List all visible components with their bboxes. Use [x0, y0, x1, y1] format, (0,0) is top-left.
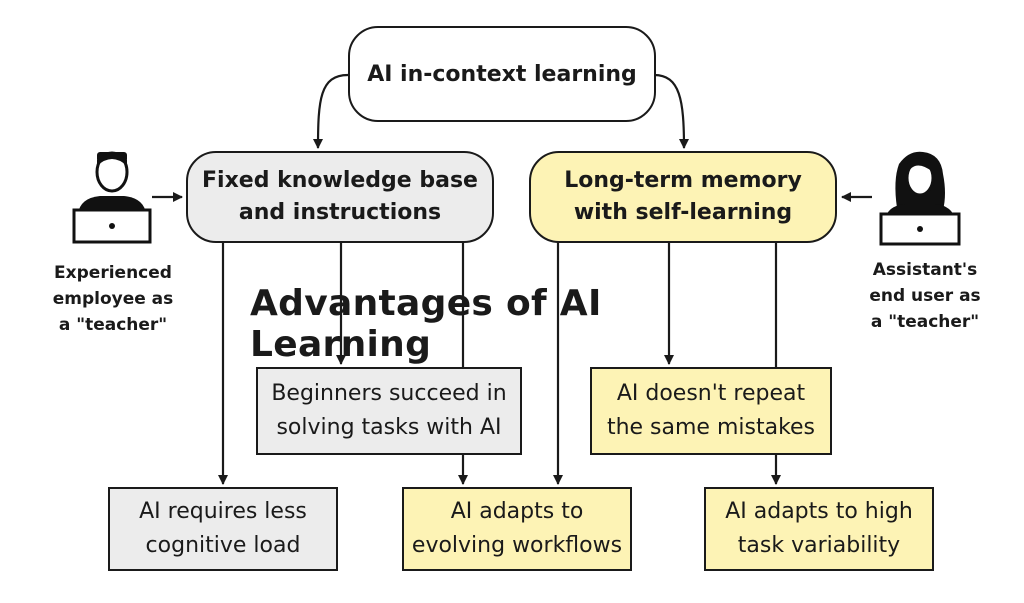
right-person-caption: Assistant's end user as a "teacher"	[869, 260, 981, 332]
woman-at-laptop-icon	[879, 151, 961, 246]
outcome-evolving-label: AI adapts to evolving workflows	[411, 499, 623, 558]
arrow-top-to-left	[313, 73, 349, 149]
right-person	[875, 150, 963, 250]
diagram-title: Advantages of AI Learning	[250, 283, 602, 365]
left-node: Fixed knowledge base and instructions	[186, 151, 494, 243]
left-node-label: Fixed knowledge base and instructions	[202, 168, 478, 225]
outcome-evolving: AI adapts to evolving workflows	[402, 487, 632, 571]
outcome-no-repeat-label: AI doesn't repeat the same mistakes	[606, 381, 816, 440]
left-person-caption: Experienced employee as a "teacher"	[52, 263, 174, 335]
outcome-beginners-label: Beginners succeed in solving tasks with …	[271, 381, 507, 440]
outcome-beginners: Beginners succeed in solving tasks with …	[256, 367, 522, 455]
top-node: AI in-context learning	[348, 26, 656, 122]
outcome-less-load: AI requires less cognitive load	[108, 487, 338, 571]
top-node-label: AI in-context learning	[367, 61, 637, 87]
outcome-no-repeat: AI doesn't repeat the same mistakes	[590, 367, 832, 455]
right-node: Long-term memory with self-learning	[529, 151, 837, 243]
outcome-variability-label: AI adapts to high task variability	[725, 499, 913, 558]
man-at-laptop-icon	[72, 151, 152, 244]
outcome-variability: AI adapts to high task variability	[704, 487, 934, 571]
left-person	[70, 148, 154, 248]
outcome-less-load-label: AI requires less cognitive load	[139, 499, 307, 558]
arrow-top-to-right	[653, 73, 689, 149]
right-node-label: Long-term memory with self-learning	[564, 168, 802, 225]
